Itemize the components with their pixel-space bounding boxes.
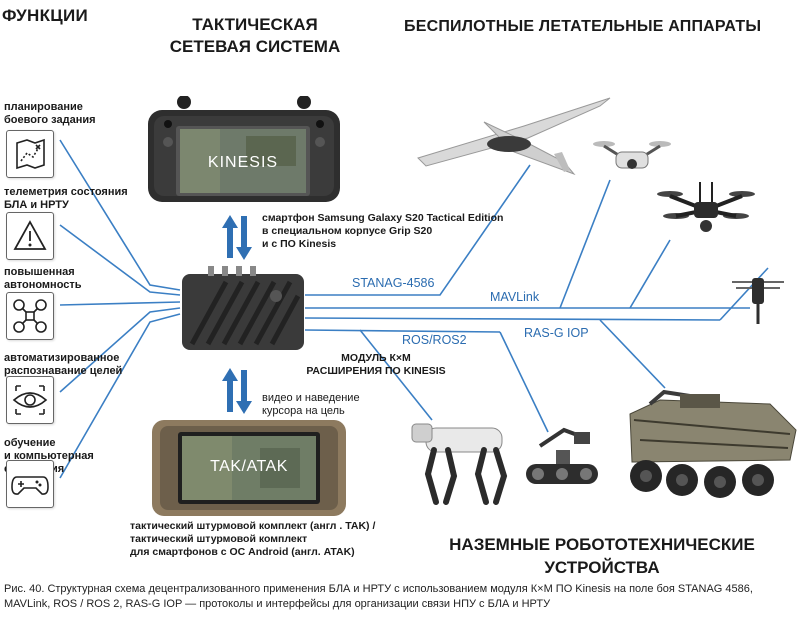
function-autonomy-line1: повышенная: [4, 266, 75, 278]
kinesis-controller: [148, 96, 340, 202]
function-telemetry-line1: телеметрия состояния: [4, 186, 128, 198]
arrow-down-bottom: [236, 370, 252, 414]
line-func-5: [59, 313, 181, 479]
tak-device: [152, 420, 346, 516]
quadcopter-small: [593, 141, 671, 169]
ground-header-line2: УСТРОЙСТВА: [544, 558, 660, 577]
kinesis-screen-label: KINESIS: [207, 154, 279, 171]
warning-icon: [6, 212, 54, 260]
gamepad-icon: [6, 460, 54, 508]
line-func-1: [59, 139, 181, 291]
tak-description: тактический штурмовой комплект (англ . T…: [130, 520, 390, 559]
line-func-4: [59, 307, 181, 393]
function-label-autonomy: повышенная автономность: [4, 266, 154, 292]
function-planning-line2: боевого задания: [4, 114, 96, 126]
kxm-module: [182, 266, 304, 350]
module-label: МОДУЛЬ К×М РАСШИРЕНИЯ ПО KINESIS: [296, 352, 456, 378]
video-description-line1: видео и наведение: [262, 392, 360, 404]
figure-caption: Рис. 40. Структурная схема децентрализов…: [4, 583, 753, 610]
phone-description: смартфон Samsung Galaxy S20 Tactical Edi…: [262, 212, 522, 251]
line-func-3: [59, 301, 181, 306]
line-rasg-down: [599, 319, 666, 389]
module-label-line1: МОДУЛЬ К×М: [341, 352, 411, 364]
function-recognition-line2: распознавание целей: [4, 365, 123, 377]
arrow-down-top: [236, 216, 252, 260]
function-telemetry-line2: БЛА и НРТУ: [4, 199, 69, 211]
tak-description-line2: тактический штурмовой комплект: [130, 533, 308, 545]
phone-description-line1: смартфон Samsung Galaxy S20 Tactical Edi…: [262, 212, 504, 224]
video-description: видео и наведение курсора на цель: [262, 392, 360, 418]
functions-header: ФУНКЦИИ: [2, 6, 89, 25]
fixed-wing-uav: [417, 97, 611, 176]
module-label-line2: РАСШИРЕНИЯ ПО KINESIS: [306, 365, 446, 377]
line-func-2: [59, 224, 181, 296]
eye-target-icon: [6, 376, 54, 424]
ground-header-line1: НАЗЕМНЫЕ РОБОТОТЕХНИЧЕСКИЕ: [449, 535, 755, 554]
phone-description-line2: в специальном корпусе Grip S20: [262, 225, 433, 237]
coaxial-uav: [732, 278, 784, 324]
tactical-header-line2: СЕТЕВАЯ СИСТЕМА: [169, 37, 341, 56]
quadcopter-large: [657, 182, 755, 232]
uav-header: БЕСПИЛОТНЫЕ ЛЕТАТЕЛЬНЫЕ АППАРАТЫ: [404, 18, 762, 35]
line-stanag: [305, 164, 531, 296]
phone-description-line3: и с ПО Kinesis: [262, 238, 337, 250]
protocol-mavlink: MAVLink: [490, 290, 540, 304]
mission-map-icon: [6, 130, 54, 178]
line-mavlink-up1: [559, 179, 611, 309]
robot-dog: [411, 423, 508, 505]
protocol-rasg: RAS-G IOP: [524, 326, 589, 340]
tracked-robot: [526, 427, 598, 484]
tak-description-line1: тактический штурмовой комплект (англ . T…: [130, 520, 376, 532]
arrow-up-top: [222, 215, 238, 258]
function-label-recognition: автоматизированное распознавание целей: [4, 352, 154, 378]
function-label-telemetry: телеметрия состояния БЛА и НРТУ: [4, 186, 154, 212]
function-autonomy-line2: автономность: [4, 279, 82, 291]
ground-robots-header: НАЗЕМНЫЕ РОБОТОТЕХНИЧЕСКИЕ УСТРОЙСТВА: [432, 533, 772, 579]
function-recognition-line1: автоматизированное: [4, 352, 120, 364]
line-rasg: [304, 317, 721, 321]
function-label-planning: планирование боевого задания: [4, 101, 154, 127]
ugv-8x8: [629, 390, 797, 498]
protocol-stanag: STANAG-4586: [352, 276, 435, 290]
line-rasg-up: [719, 267, 769, 321]
line-ros: [304, 329, 501, 333]
video-description-line2: курсора на цель: [262, 405, 345, 417]
line-ros-crawler: [499, 331, 549, 433]
function-planning-line1: планирование: [4, 101, 83, 113]
protocol-ros: ROS/ROS2: [402, 333, 467, 347]
tak-description-line3: для смартфонов с ОС Android (англ. ATAK): [130, 546, 355, 558]
tactical-header-line1: ТАКТИЧЕСКАЯ: [192, 15, 318, 34]
tactical-system-header: ТАКТИЧЕСКАЯ СЕТЕВАЯ СИСТЕМА: [160, 14, 350, 58]
tak-screen-label: TAK/ATAK: [210, 458, 288, 475]
drone-icon: [6, 292, 54, 340]
line-mavlink-up2: [629, 239, 671, 309]
line-ros-dog: [359, 329, 433, 421]
function-training-line1: обучение: [4, 437, 56, 449]
arrow-up-bottom: [222, 368, 238, 412]
